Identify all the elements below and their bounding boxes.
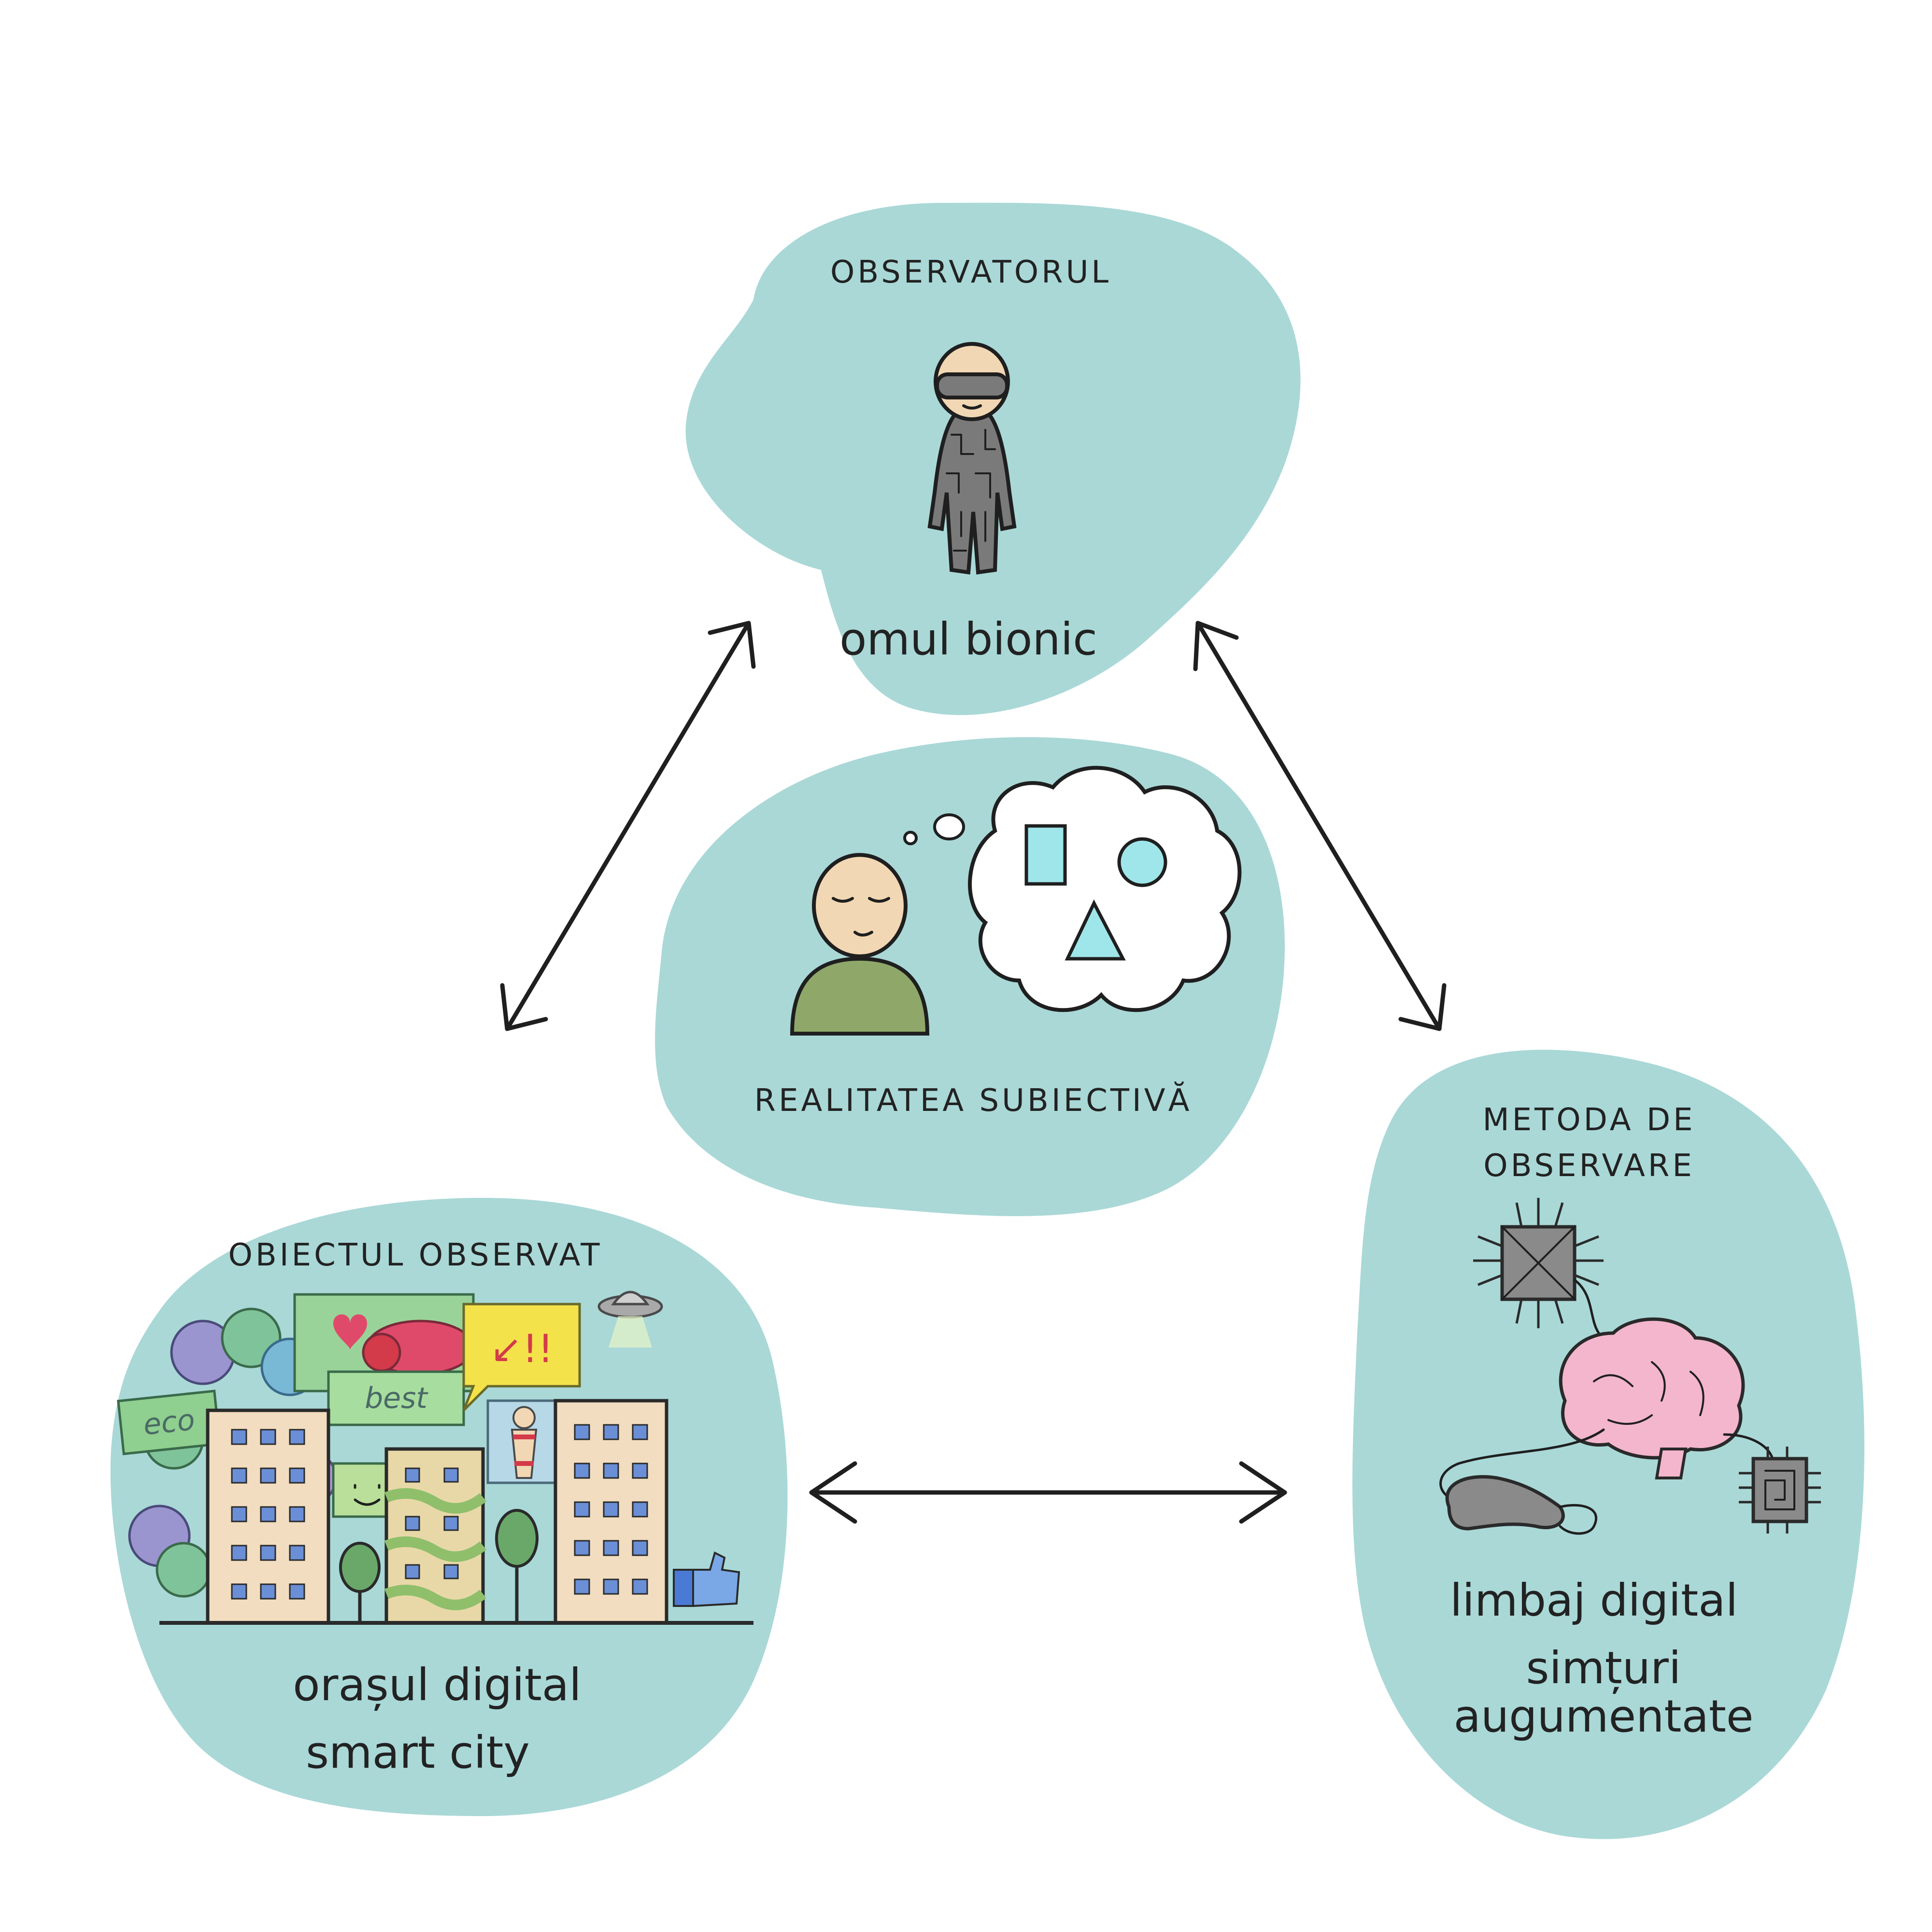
thought-bubble [903, 766, 1242, 1012]
best-sign-text: best [365, 1381, 428, 1415]
method-caption-line1: limbaj digital [1450, 1575, 1738, 1626]
triangle-shape [1065, 899, 1126, 961]
chip-right-icon [1739, 1447, 1821, 1534]
method-caption-line2: simțuri [1526, 1642, 1681, 1694]
best-sign: best [327, 1370, 465, 1426]
thumbs-up-icon [673, 1551, 740, 1607]
object-caption-line1: orașul digital [293, 1659, 581, 1711]
brain-chip-icon [1439, 1198, 1821, 1535]
arrow-observer-object [500, 621, 756, 1031]
thinking-person-icon [790, 853, 930, 1036]
eco-sign: eco [117, 1390, 221, 1455]
object-caption-line2: smart city [306, 1727, 530, 1778]
alert-speech-bubble: ↙!! [462, 1303, 581, 1411]
building-right [554, 1399, 668, 1625]
ufo-icon [597, 1291, 663, 1348]
chip-top-icon [1473, 1198, 1604, 1328]
observer-title: OBSERVATORUL [830, 255, 1111, 290]
method-title-line2: OBSERVARE [1483, 1148, 1695, 1184]
arrow-object-method [809, 1461, 1287, 1524]
subjective-caption: REALITATEA SUBIECTIVĂ [754, 1081, 1193, 1119]
small-trees [339, 1509, 539, 1623]
eco-sign-text: eco [142, 1403, 196, 1442]
object-title: OBIECTUL OBSERVAT [228, 1237, 603, 1273]
circle-shape [1117, 837, 1167, 887]
bionic-man-icon [927, 342, 1017, 575]
method-title-line1: METODA DE [1482, 1102, 1695, 1138]
building-middle [384, 1447, 486, 1625]
rectangle-shape [1024, 824, 1067, 886]
billboard-figure [486, 1399, 562, 1484]
building-left [206, 1408, 330, 1625]
digital-city-icon: eco best ↙!! [117, 1291, 753, 1625]
alert-text: ↙!! [490, 1326, 553, 1371]
arrow-observer-method [1193, 621, 1447, 1031]
sleep-mask-icon [1445, 1475, 1598, 1535]
method-caption-line3: augumentate [1453, 1690, 1753, 1742]
observer-caption: omul bionic [839, 613, 1097, 665]
